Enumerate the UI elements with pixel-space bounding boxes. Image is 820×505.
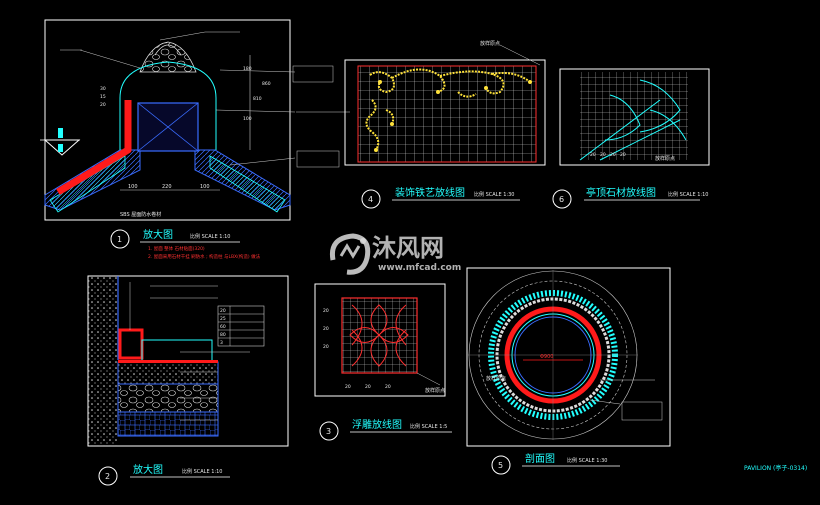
detail-3-relief-layout: 20 20 20 20 20 20 放样原点 bbox=[314, 283, 446, 397]
detail1-bottom-label: SBS 屋面防水卷材 bbox=[120, 211, 161, 218]
title-4: 4 装饰铁艺放线图 比例 SCALE 1:30 bbox=[361, 186, 520, 209]
dim-bottom-1: 100 bbox=[128, 184, 138, 190]
detail2-table-4: 80 bbox=[220, 332, 226, 338]
detail6-origin-label: 放样原点 bbox=[655, 155, 675, 162]
detail-6-roof-stone: 20 20 20 20 放样原点 bbox=[559, 68, 710, 166]
detail1-note-1: 1. 屋面 整体 石材贴面(320) bbox=[148, 245, 205, 252]
detail3-dims-bottom: 20 20 20 bbox=[345, 384, 391, 390]
detail-2-wall-section: 20 25 60 80 3 bbox=[87, 275, 289, 447]
title-4-name: 装饰铁艺放线图 bbox=[395, 186, 465, 199]
detail2-table-1: 20 bbox=[220, 308, 226, 314]
title-1-bubble bbox=[110, 229, 130, 249]
title-4-bubble bbox=[361, 189, 381, 209]
mfcad-logo-icon bbox=[329, 233, 371, 275]
detail1-note-2: 2. 屋面采用石材干挂 刷防水 ; 构造柱 与LBX(构造) 做法 bbox=[148, 253, 261, 260]
title-6-bubble bbox=[552, 189, 572, 209]
dim-bottom-2: 220 bbox=[162, 184, 172, 190]
detail6-dim-4: 20 bbox=[620, 152, 626, 158]
dim-right-4: 860 bbox=[262, 81, 271, 87]
title-1-name: 放大图 bbox=[143, 228, 173, 241]
title-5-bubble bbox=[491, 455, 511, 475]
dim-left-3: 20 bbox=[100, 102, 106, 108]
dim-right-1: 180 bbox=[243, 66, 252, 72]
title-4-num: 4 bbox=[368, 195, 373, 204]
detail-5-round-section: Φ900 放样原点 bbox=[466, 267, 671, 447]
title-6: 6 亭顶石材放线图 比例 SCALE 1:10 bbox=[552, 186, 708, 209]
detail3-dim-6: 20 bbox=[385, 384, 391, 390]
dim-right-3: 100 bbox=[243, 116, 252, 122]
detail6-dim-1: 20 bbox=[590, 152, 596, 158]
title-5-name: 剖面图 bbox=[525, 452, 555, 465]
detail3-dims-left: 20 20 20 bbox=[323, 308, 329, 350]
title-6-scale: 比例 SCALE 1:10 bbox=[668, 191, 708, 198]
title-3: 3 浮雕放线图 比例 SCALE 1:5 bbox=[319, 418, 452, 441]
title-5-scale: 比例 SCALE 1:30 bbox=[567, 457, 607, 464]
drawing-code: PAVILION (亭子-0314) bbox=[744, 464, 807, 472]
watermark-url: www.mfcad.com bbox=[378, 263, 461, 273]
detail4-origin-label: 放样原点 bbox=[480, 40, 500, 47]
title-3-scale: 比例 SCALE 1:5 bbox=[410, 423, 447, 430]
dim-left-1: 30 bbox=[100, 86, 106, 92]
title-3-bubble bbox=[319, 421, 339, 441]
detail6-dim-2: 20 bbox=[600, 152, 606, 158]
detail-1-enlarged-view: 100 220 100 180 810 100 860 30 15 20 SBS… bbox=[40, 19, 350, 221]
detail3-dim-2: 20 bbox=[323, 326, 329, 332]
detail3-origin-label: 放样原点 bbox=[425, 387, 445, 394]
dim-left-2: 15 bbox=[100, 94, 106, 100]
detail2-table-3: 60 bbox=[220, 324, 226, 330]
title-4-scale: 比例 SCALE 1:30 bbox=[474, 191, 514, 198]
title-1-scale: 比例 SCALE 1:10 bbox=[190, 233, 230, 240]
detail3-dim-4: 20 bbox=[345, 384, 351, 390]
title-5: 5 剖面图 比例 SCALE 1:30 bbox=[491, 452, 620, 475]
detail3-dim-1: 20 bbox=[323, 308, 329, 314]
title-3-num: 3 bbox=[326, 427, 331, 436]
detail2-table-5: 3 bbox=[220, 340, 223, 346]
detail3-dim-3: 20 bbox=[323, 344, 329, 350]
watermark-brand: 沐风网 bbox=[372, 234, 444, 262]
title-2-name: 放大图 bbox=[133, 463, 163, 476]
detail-4-iron-ornament: 放样原点 bbox=[344, 40, 546, 166]
title-6-num: 6 bbox=[559, 195, 564, 204]
dim-right-2: 810 bbox=[253, 96, 262, 102]
title-2: 2 放大图 比例 SCALE 1:10 bbox=[98, 463, 230, 486]
title-2-bubble bbox=[98, 466, 118, 486]
title-3-name: 浮雕放线图 bbox=[352, 418, 402, 431]
watermark: 沐风网 www.mfcad.com bbox=[329, 233, 461, 275]
title-6-name: 亭顶石材放线图 bbox=[586, 186, 656, 199]
title-2-num: 2 bbox=[105, 472, 110, 481]
dim-bottom-3: 100 bbox=[200, 184, 210, 190]
title-2-scale: 比例 SCALE 1:10 bbox=[182, 468, 222, 475]
section5-center-label: Φ900 bbox=[540, 354, 553, 360]
title-1: 1 放大图 比例 SCALE 1:10 1. 屋面 整体 石材贴面(320) 2… bbox=[110, 228, 261, 260]
title-1-num: 1 bbox=[117, 235, 122, 244]
detail5-origin-label: 放样原点 bbox=[486, 375, 506, 382]
detail3-dim-5: 20 bbox=[365, 384, 371, 390]
title-5-num: 5 bbox=[498, 461, 503, 470]
detail6-dim-3: 20 bbox=[610, 152, 616, 158]
detail2-table-2: 25 bbox=[220, 316, 226, 322]
